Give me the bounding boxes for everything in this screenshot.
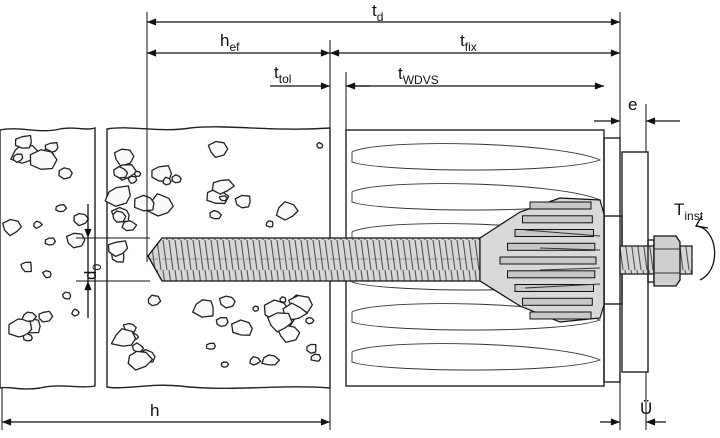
- aggregate-stone: [252, 305, 260, 312]
- aggregate-stone: [261, 354, 281, 366]
- aggregate-stone: [38, 310, 54, 323]
- aggregate-stone: [131, 342, 145, 353]
- dimension-u: Ü: [600, 399, 666, 426]
- dimension-e: e: [594, 95, 680, 125]
- aggregate-stone: [267, 312, 293, 333]
- aggregate-stone: [21, 311, 38, 322]
- aggregate-stone: [231, 319, 253, 336]
- dimension-ttol: ttol: [270, 63, 370, 90]
- aggregate-stone: [171, 174, 182, 184]
- aggregate-stone: [306, 343, 317, 354]
- torque-arrow-icon: Tinst: [674, 200, 716, 281]
- aggregate-stone: [218, 195, 228, 202]
- aggregate-stone: [33, 220, 43, 230]
- anchor-head-sleeve: [603, 215, 623, 305]
- aggregate-stone: [205, 342, 216, 350]
- aggregate-stone: [234, 194, 251, 209]
- insulation-fibre: [351, 303, 602, 331]
- aggregate-stone: [44, 237, 57, 246]
- aggregate-stone: [316, 141, 324, 149]
- aggregate-stone: [62, 291, 72, 300]
- aggregate-stone: [2, 218, 22, 237]
- aggregate-stone: [215, 316, 229, 328]
- dimension-tfix: tfix: [329, 31, 620, 57]
- aggregate-stone: [127, 350, 154, 371]
- aggregate-stone: [41, 270, 52, 279]
- aggregate-stone: [310, 353, 322, 362]
- label-ttol: ttol: [274, 63, 291, 86]
- aggregate-stone: [107, 240, 129, 258]
- aggregate-stone: [249, 355, 262, 366]
- aggregate-stone: [192, 299, 214, 318]
- aggregate-stone: [133, 194, 155, 212]
- hex-nut: [653, 235, 681, 287]
- label-u: Ü: [640, 399, 652, 418]
- dimension-td: td: [147, 1, 620, 26]
- label-tfix: tfix: [460, 31, 477, 54]
- aggregate-stone: [29, 149, 58, 170]
- dimension-twdvs: tWDVS: [346, 64, 604, 90]
- sleeve-fin: [507, 270, 596, 279]
- label-td: td: [372, 1, 383, 24]
- aggregate-stone: [134, 170, 142, 178]
- aggregate-stone: [162, 176, 172, 186]
- aggregate-stone: [113, 148, 135, 167]
- aggregate-stone: [73, 212, 90, 227]
- aggregate-stone: [65, 232, 86, 249]
- aggregate-stone: [127, 175, 138, 185]
- sleeve-fin: [507, 242, 596, 251]
- aggregate-stone: [121, 219, 138, 232]
- aggregate-stone: [12, 153, 24, 163]
- aggregate-stone: [147, 294, 162, 307]
- aggregate-stone: [265, 220, 274, 228]
- aggregate-stone: [112, 210, 127, 223]
- concrete-left-block: [0, 127, 96, 390]
- insulation-fibre: [351, 343, 602, 371]
- aggregate-stone: [14, 134, 32, 149]
- aggregate-stone: [58, 167, 73, 180]
- anchor-screw: [147, 237, 481, 282]
- insulation-fibre: [351, 143, 602, 171]
- aggregate-stone: [110, 328, 137, 347]
- label-e: e: [628, 95, 637, 114]
- aggregate-stone: [211, 179, 235, 195]
- aggregate-stone: [55, 204, 68, 213]
- sleeve-fin: [514, 229, 594, 237]
- dimension-d0: d0: [81, 204, 104, 318]
- concrete-aggregate: [2, 134, 324, 371]
- dimension-h: h: [2, 401, 331, 426]
- render-layer: [603, 137, 621, 383]
- aggregate-stone: [275, 201, 299, 221]
- label-twdvs: tWDVS: [398, 64, 439, 87]
- dimension-hef: hef: [147, 31, 331, 57]
- aggregate-stone: [20, 261, 32, 273]
- sleeve-fin: [499, 256, 597, 265]
- label-h: h: [150, 401, 159, 420]
- aggregate-stone: [276, 324, 301, 343]
- label-hef: hef: [220, 31, 240, 54]
- aggregate-stone: [207, 140, 229, 159]
- label-d0: d0: [81, 264, 104, 280]
- sleeve-fin: [522, 297, 593, 306]
- aggregate-stone: [279, 296, 287, 303]
- sleeve-fin: [514, 284, 594, 292]
- aggregate-stone: [218, 295, 236, 309]
- aggregate-stone: [305, 316, 315, 325]
- sleeve-fin: [522, 215, 593, 224]
- aggregate-stone: [113, 165, 129, 179]
- aggregate-stone: [22, 332, 33, 342]
- sleeve-fin: [529, 201, 592, 210]
- aggregate-stone: [220, 361, 230, 368]
- sleeve-fin: [529, 311, 592, 320]
- expansion-sleeve: [479, 197, 605, 323]
- aggregate-stone: [209, 209, 222, 220]
- label-tinst: Tinst: [674, 200, 704, 223]
- aggregate-stone: [104, 185, 131, 207]
- aggregate-stone: [71, 308, 80, 317]
